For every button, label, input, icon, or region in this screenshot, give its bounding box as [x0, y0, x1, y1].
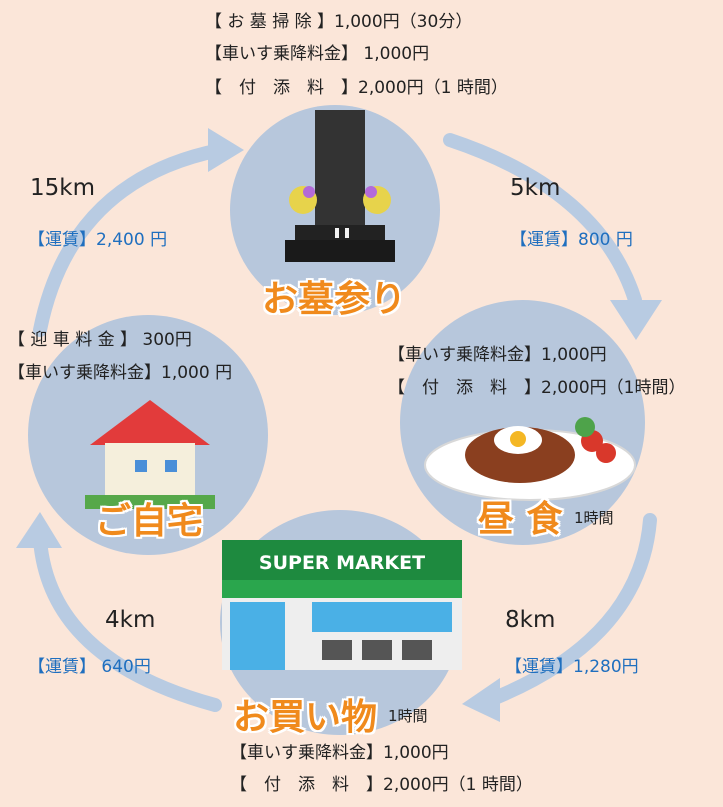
lunch-to-shop-fare: 【運賃】1,280円 — [505, 657, 639, 677]
grave-cleaning-fee: 【 お 墓 掃 除 】1,000円（30分） — [205, 12, 473, 32]
shop-duration: 1時間 — [388, 707, 428, 725]
supermarket-sign: SUPER MARKET — [259, 552, 425, 574]
lunch-to-shop-distance: 8km — [505, 607, 556, 633]
supermarket-illustration: SUPER MARKET — [222, 540, 462, 670]
arrowhead-home-to-grave — [208, 128, 244, 172]
home-to-grave-distance: 15km — [30, 175, 95, 201]
home-wheelchair-fee: 【車いす乗降料金】1,000 円 — [8, 363, 233, 383]
grave-to-lunch-distance: 5km — [510, 175, 561, 201]
shop-attendant-fee: 【 付 添 料 】2,000円（1 時間） — [230, 775, 533, 795]
grave-label: お墓参り — [262, 279, 407, 320]
grave-attendant-fee: 【 付 添 料 】2,000円（1 時間） — [205, 78, 508, 98]
home-to-grave-fare: 【運賃】2,400 円 — [28, 230, 168, 250]
lunch-plate-illustration — [424, 417, 636, 501]
lunch-wheelchair-fee: 【車いす乗降料金】1,000円 — [388, 345, 607, 365]
shop-to-home-distance: 4km — [105, 607, 156, 633]
arrowhead-grave-to-lunch — [610, 300, 662, 340]
grave-stone-illustration — [285, 110, 395, 262]
house-illustration — [85, 400, 215, 509]
lunch-duration: 1時間 — [574, 509, 614, 527]
home-label: ご自宅 — [95, 501, 204, 542]
home-pickup-fee: 【 迎 車 料 金 】 300円 — [8, 330, 192, 350]
grave-to-lunch-fare: 【運賃】800 円 — [510, 230, 633, 250]
arrow-home-to-grave — [33, 143, 227, 337]
arrow-grave-to-lunch — [443, 133, 642, 307]
arrowhead-shop-to-home — [16, 512, 62, 548]
lunch-circle — [400, 300, 645, 545]
lunch-label: 昼 食 — [478, 499, 563, 540]
arrow-lunch-to-shop — [483, 513, 657, 707]
shop-to-home-fare: 【運賃】 640円 — [28, 657, 151, 677]
shop-label: お買い物 — [233, 697, 378, 738]
shop-wheelchair-fee: 【車いす乗降料金】1,000円 — [230, 743, 449, 763]
arrow-shop-to-home — [33, 533, 222, 712]
arrowhead-lunch-to-shop — [462, 678, 500, 722]
lunch-attendant-fee: 【 付 添 料 】2,000円（1時間） — [388, 378, 686, 398]
grave-wheelchair-fee: 【車いす乗降料金】 1,000円 — [205, 44, 430, 64]
